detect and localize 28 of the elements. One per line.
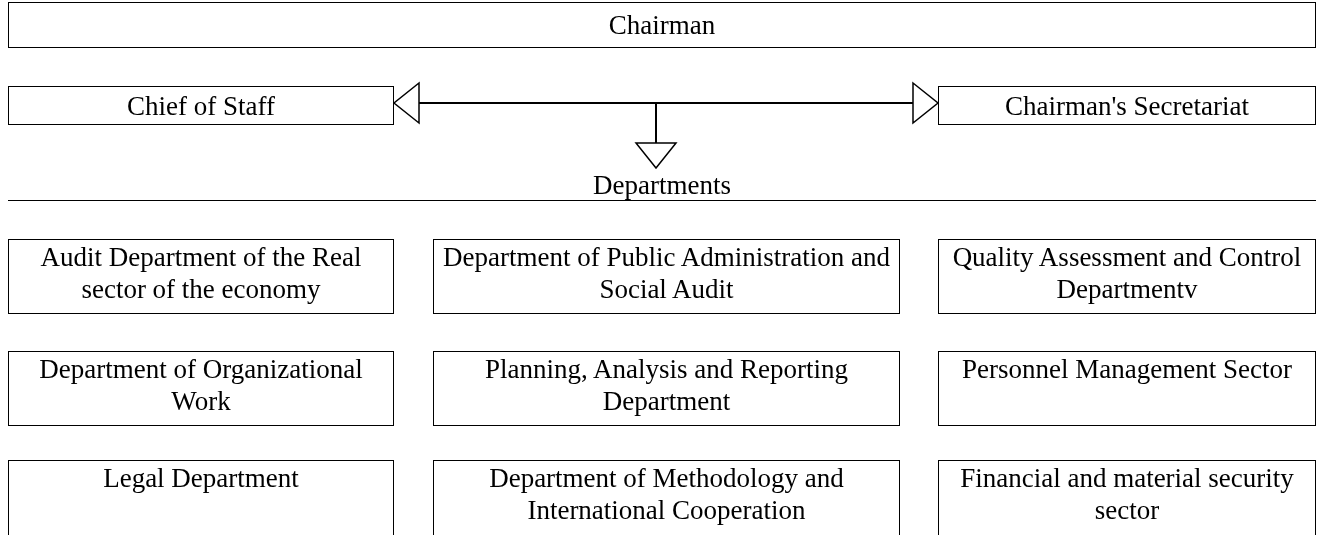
org-box [8, 86, 394, 125]
node-label: Chairman's Secretariat [1005, 89, 1249, 122]
node-label: Financial and material security sector [959, 462, 1295, 526]
department-box [433, 239, 900, 314]
department-box [8, 351, 394, 426]
block-arrow [655, 82, 939, 124]
node-label: Legal Department [103, 462, 299, 494]
node-label: Chairman [608, 9, 716, 41]
department-box [433, 351, 900, 426]
department-box [938, 460, 1316, 535]
node-label: Personnel Management Sector [962, 353, 1292, 385]
department-box [938, 351, 1316, 426]
node-label: Department of Organizational Work [38, 353, 364, 417]
node-label: Chief of Staff [127, 89, 275, 122]
node-label: Quality Assessment and Control Departmentv [951, 241, 1303, 305]
department-box [938, 239, 1316, 314]
department-box [433, 460, 900, 535]
block-arrow [635, 102, 677, 169]
org-box [938, 86, 1316, 125]
node-label: Audit Department of the Real sector of the economy [39, 241, 363, 305]
node-label: Department of Methodology and International Cooperation [488, 462, 845, 526]
department-box [8, 460, 394, 535]
node-label: Planning, Analysis and Reporting Department [484, 353, 849, 417]
org-box [8, 2, 1316, 48]
block-arrow [393, 82, 657, 124]
node-label: Department of Public Administration and Social Audit [442, 241, 891, 305]
node-label: Departments [593, 170, 731, 200]
department-box [8, 239, 394, 314]
